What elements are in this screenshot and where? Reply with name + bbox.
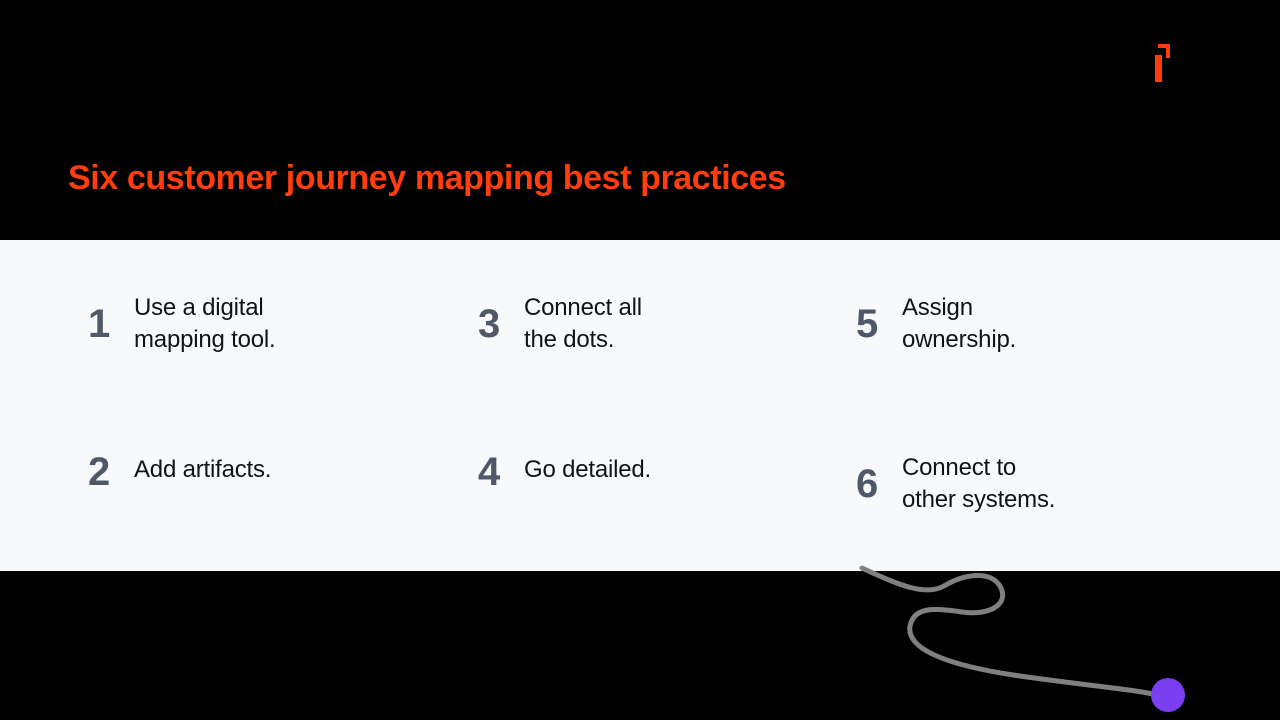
top-band: Six customer journey mapping best practi… [0,0,1280,240]
practice-label: Go detailed. [524,456,652,483]
practice-item-5: 5 Assign ownership. [856,292,1016,356]
practice-label: Connect all the dots. [524,294,642,353]
practice-number: 3 [478,302,501,346]
content-panel: 1 Use a digital mapping tool. 2 Add arti… [0,240,1280,571]
practice-label: Use a digital mapping tool. [134,294,276,353]
practices-grid: 1 Use a digital mapping tool. 2 Add arti… [0,240,1280,571]
practice-number: 4 [478,450,501,494]
practice-item-2: 2 Add artifacts. [88,452,271,492]
practice-number: 2 [88,450,111,494]
practice-number: 5 [856,302,879,346]
practice-number: 1 [88,302,111,346]
practice-label: Add artifacts. [134,456,272,483]
bottom-band [0,571,1280,720]
practice-label: Assign ownership. [902,294,1017,353]
practice-item-4: 4 Go detailed. [478,452,651,492]
practice-label: Connect to other systems. [902,454,1056,513]
practice-item-6: 6 Connect to other systems. [856,452,1055,516]
practice-item-1: 1 Use a digital mapping tool. [88,292,276,356]
page-title: Six customer journey mapping best practi… [68,159,786,197]
practice-item-3: 3 Connect all the dots. [478,292,642,356]
brand-i-logo-icon [1155,44,1170,82]
practice-number: 6 [856,462,879,506]
